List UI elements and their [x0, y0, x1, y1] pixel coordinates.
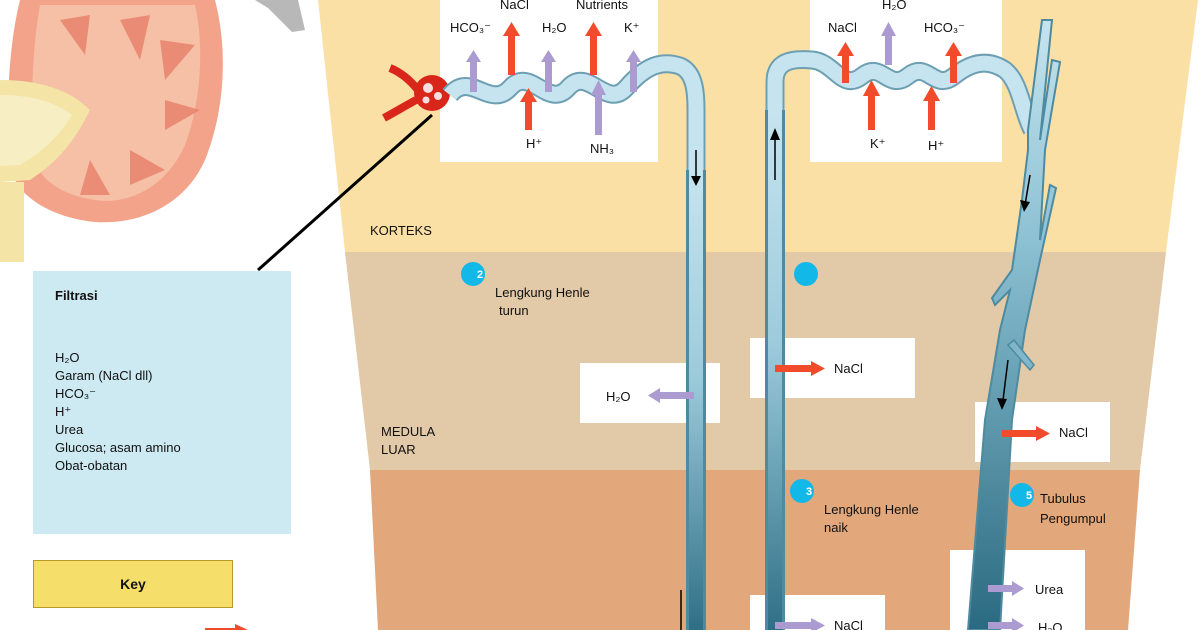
filtration-item: H₂O — [55, 350, 80, 365]
kidney-illustration — [0, 0, 223, 262]
proximal-out-label: NaCl — [500, 0, 529, 12]
descending-limb — [686, 150, 706, 630]
step-5-marker — [1010, 483, 1034, 507]
glomerulus-callout-line — [257, 113, 433, 272]
filtration-title: Filtrasi — [55, 288, 98, 303]
distal-out-label: H₂O — [882, 0, 907, 12]
filtration-item: Urea — [55, 422, 84, 437]
passive-arrow-up — [626, 50, 641, 92]
collecting-duct-label: Pengumpul — [1040, 511, 1106, 526]
glomerulus — [382, 64, 450, 122]
collecting-transport-label: Urea — [1035, 582, 1064, 597]
proximal-out-label: HCO₃⁻ — [450, 20, 491, 35]
filtration-box: Filtrasi H₂O Garam (NaCl dll) HCO₃⁻ H⁺ U… — [33, 271, 291, 534]
passive-arrow-right — [988, 581, 1024, 596]
distal-out-label: NaCl — [828, 20, 857, 35]
ascending-limb-label: naik — [824, 520, 848, 535]
collecting-transport-label: H₂O — [1038, 620, 1063, 630]
collecting-duct — [966, 19, 1062, 630]
key-label: Key — [120, 576, 146, 592]
key-box: Key — [33, 560, 233, 608]
filtration-item: Glucosa; asam amino — [55, 440, 181, 455]
step-3-marker — [790, 479, 814, 503]
passive-arrow-right — [988, 618, 1024, 630]
passive-arrow-up — [881, 22, 896, 65]
active-arrow-right — [1002, 426, 1050, 441]
step-2-marker — [461, 262, 485, 286]
active-arrow-up — [923, 86, 940, 130]
ascending-transport-label: NaCl — [834, 618, 863, 630]
passive-arrow-right — [775, 618, 825, 630]
filtration-item: H⁺ — [55, 404, 72, 419]
zone-label-medulla: MEDULA — [381, 424, 436, 439]
distal-tubule — [765, 50, 1041, 135]
active-arrow-right — [775, 361, 825, 376]
collecting-duct-label: Tubulus — [1040, 491, 1086, 506]
distal-in-label: H⁺ — [928, 138, 944, 153]
passive-arrow-up — [466, 50, 481, 92]
active-arrow-up — [520, 88, 537, 130]
proximal-transport-arrows — [466, 22, 641, 135]
active-arrow-up — [863, 80, 880, 130]
collecting-transport-label: NaCl — [1059, 425, 1088, 440]
step-2-number: 2 — [477, 269, 483, 281]
filtration-item: HCO₃⁻ — [55, 386, 97, 401]
active-arrow-up — [503, 22, 520, 75]
proximal-out-label: K⁺ — [624, 20, 640, 35]
proximal-in-label: H⁺ — [526, 136, 542, 151]
step-5-number: 5 — [1026, 490, 1032, 502]
distal-in-label: K⁺ — [870, 136, 886, 151]
grey-direction-arrow — [255, 0, 305, 32]
distal-transport-arrows — [837, 22, 962, 130]
descending-limb-label: Lengkung Henle — [495, 285, 590, 300]
proximal-tubule — [442, 54, 706, 180]
proximal-in-label: NH₃ — [590, 141, 614, 156]
zone-label-cortex: KORTEKS — [370, 223, 432, 238]
active-arrow-up — [585, 22, 602, 75]
distal-out-label: HCO₃⁻ — [924, 20, 965, 35]
active-arrow-up — [945, 42, 962, 83]
step-3-number: 3 — [806, 486, 812, 498]
active-arrow-right — [205, 624, 248, 630]
zone-label-medulla: LUAR — [381, 442, 416, 457]
descending-transport-label: H₂O — [606, 389, 631, 404]
active-arrow-up — [837, 42, 854, 83]
passive-arrow-left — [648, 388, 694, 403]
proximal-out-label: H₂O — [542, 20, 567, 35]
proximal-out-label: Nutrients — [576, 0, 629, 12]
ascending-transport-label: NaCl — [834, 361, 863, 376]
inner-medulla-zone — [370, 470, 1140, 630]
passive-arrow-up — [591, 80, 606, 135]
filtration-item: Garam (NaCl dll) — [55, 368, 153, 383]
ascending-limb-label: Lengkung Henle — [824, 502, 919, 517]
passive-arrow-up — [541, 50, 556, 92]
filtration-item: Obat-obatan — [55, 458, 128, 473]
step-marker — [794, 262, 818, 286]
descending-limb-label: turun — [499, 303, 529, 318]
